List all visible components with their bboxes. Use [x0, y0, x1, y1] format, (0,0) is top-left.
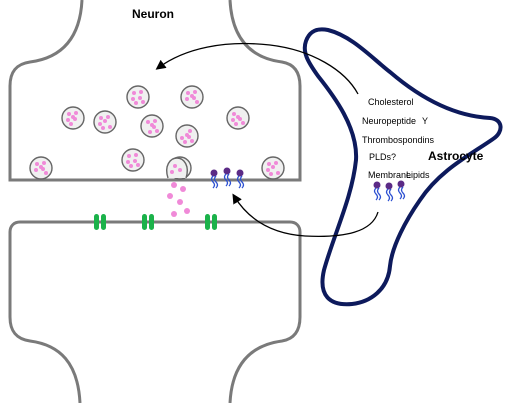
ion-channel [205, 214, 217, 230]
synaptic-vesicle-icon [226, 106, 250, 130]
synaptic-vesicle-icon [93, 110, 117, 134]
lipid-molecule [397, 180, 406, 200]
transmitter-dot [178, 168, 182, 172]
synaptic-vesicle-icon [261, 156, 285, 180]
synaptic-vesicle-icon [29, 156, 53, 180]
transmitter-dot [171, 182, 177, 188]
neuropeptide-label: Neuropeptide [362, 116, 416, 126]
synaptic-vesicle-icon [140, 114, 164, 138]
synaptic-vesicle-icon [61, 106, 85, 130]
lipid-molecule [210, 169, 219, 189]
astrocyte-label: Astrocyte [428, 149, 484, 163]
fusing-vesicle [166, 157, 188, 179]
vesicle-group [29, 85, 285, 180]
neuropeptide-y-label: Y [422, 116, 428, 126]
synaptic-vesicle-icon [180, 85, 204, 109]
lipid-molecule [236, 169, 245, 189]
astrocyte-process [302, 27, 503, 307]
transmitter-dot [171, 211, 177, 217]
synaptic-vesicle-icon [121, 148, 145, 172]
transmitter-dot [170, 170, 174, 174]
neuron-label: Neuron [132, 7, 174, 21]
cholesterol-label: Cholesterol [368, 97, 414, 107]
transmitter-dot [177, 199, 183, 205]
ion-channel [94, 214, 106, 230]
transmitter-dot [173, 164, 177, 168]
synaptic-vesicle-icon [126, 85, 150, 109]
ion-channel [142, 214, 154, 230]
lipid-molecule [385, 182, 394, 202]
postsynaptic-terminal [8, 220, 302, 403]
lipid-molecule [373, 181, 382, 201]
curved-arrow-icon [232, 193, 379, 238]
membrane-lipid-icon [373, 180, 406, 202]
synaptic-vesicle-icon [175, 124, 199, 148]
lipid-molecule [223, 167, 232, 187]
plds-label: PLDs? [369, 152, 396, 162]
ion-channel-icon [94, 214, 217, 230]
curved-arrow-icon [155, 42, 359, 95]
lipids-label: Lipids [406, 170, 430, 180]
presynaptic-terminal [8, 0, 302, 182]
thrombospondins-label: Thrombospondins [362, 135, 435, 145]
transmitter-dot [180, 186, 186, 192]
transmitter-dot [167, 193, 173, 199]
membrane-lipid-icon [210, 167, 245, 189]
released-transmitter [167, 182, 190, 217]
transmitter-dot [184, 208, 190, 214]
membrane-label: Membrane [368, 170, 411, 180]
